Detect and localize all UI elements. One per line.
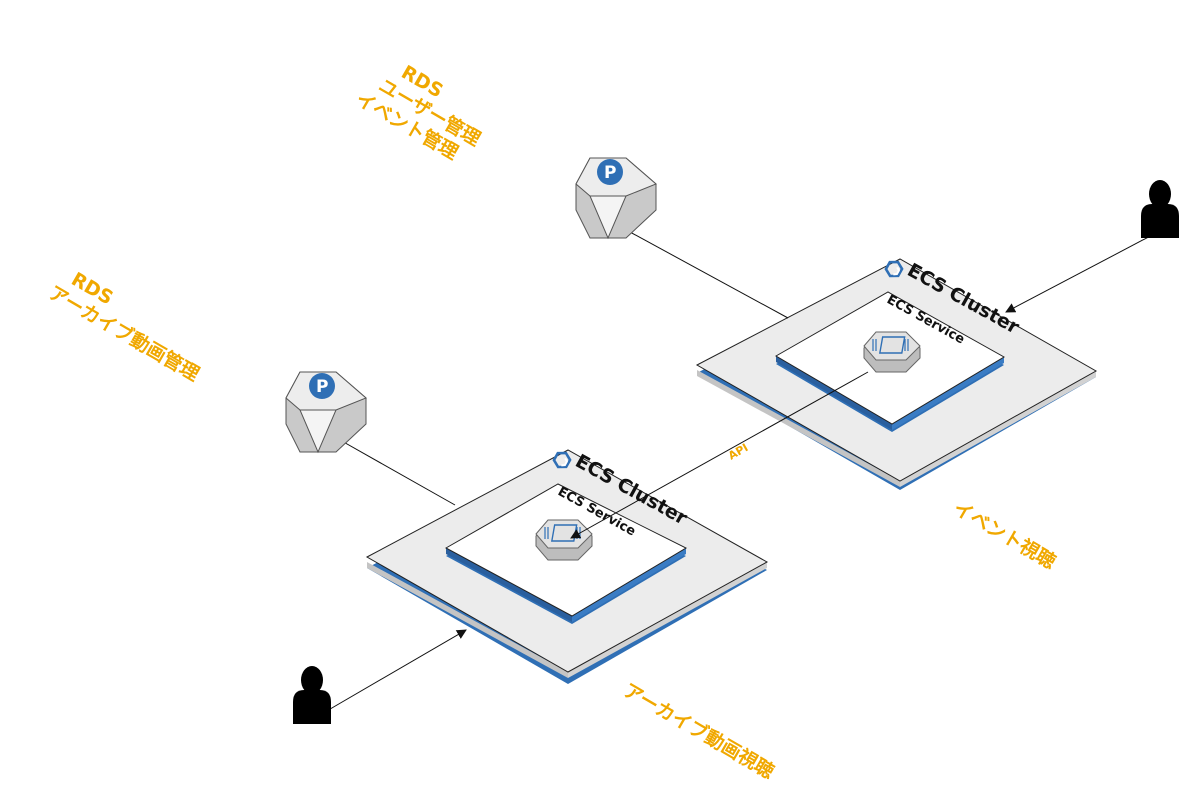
rds-event-label: RDS ユーザー管理 イベント管理 xyxy=(352,61,485,164)
rds-event-icon[interactable]: P xyxy=(575,157,657,240)
user-archive-arrow xyxy=(324,629,467,713)
ecs-service-archive[interactable]: ECS Service xyxy=(444,483,688,624)
rds-archive-connector xyxy=(339,439,456,506)
postgresql-rds-icon: P xyxy=(285,371,367,454)
svg-text:P: P xyxy=(604,163,616,183)
archive-view-label: アーカイブ動画視聴 xyxy=(620,678,779,783)
user-icon xyxy=(293,666,331,724)
api-arrow xyxy=(570,371,869,539)
user-icon xyxy=(1141,180,1179,238)
user-event-icon[interactable] xyxy=(1141,180,1179,238)
user-archive-icon[interactable] xyxy=(293,666,331,724)
user-event-arrow xyxy=(1005,231,1159,313)
event-view-label: イベント視聴 xyxy=(950,496,1060,573)
rds-event-connector xyxy=(629,231,789,319)
rds-archive-icon[interactable]: P xyxy=(285,371,367,454)
rds-archive-label-line: アーカイブ動画管理 xyxy=(45,281,204,386)
api-label: API xyxy=(726,441,750,463)
svg-text:P: P xyxy=(316,377,328,397)
postgresql-rds-icon: P xyxy=(575,157,657,240)
ecs-service-event[interactable]: ECS Service xyxy=(775,291,1005,432)
ecs-task-chip-icon xyxy=(535,519,593,561)
ecs-task-chip-icon xyxy=(863,331,921,373)
ecs-cluster-archive[interactable]: ECS Cluster ECS Service xyxy=(365,448,769,684)
ecs-cluster-event[interactable]: ECS Cluster ECS Service xyxy=(695,257,1098,490)
rds-archive-label: RDS アーカイブ動画管理 xyxy=(45,268,204,386)
